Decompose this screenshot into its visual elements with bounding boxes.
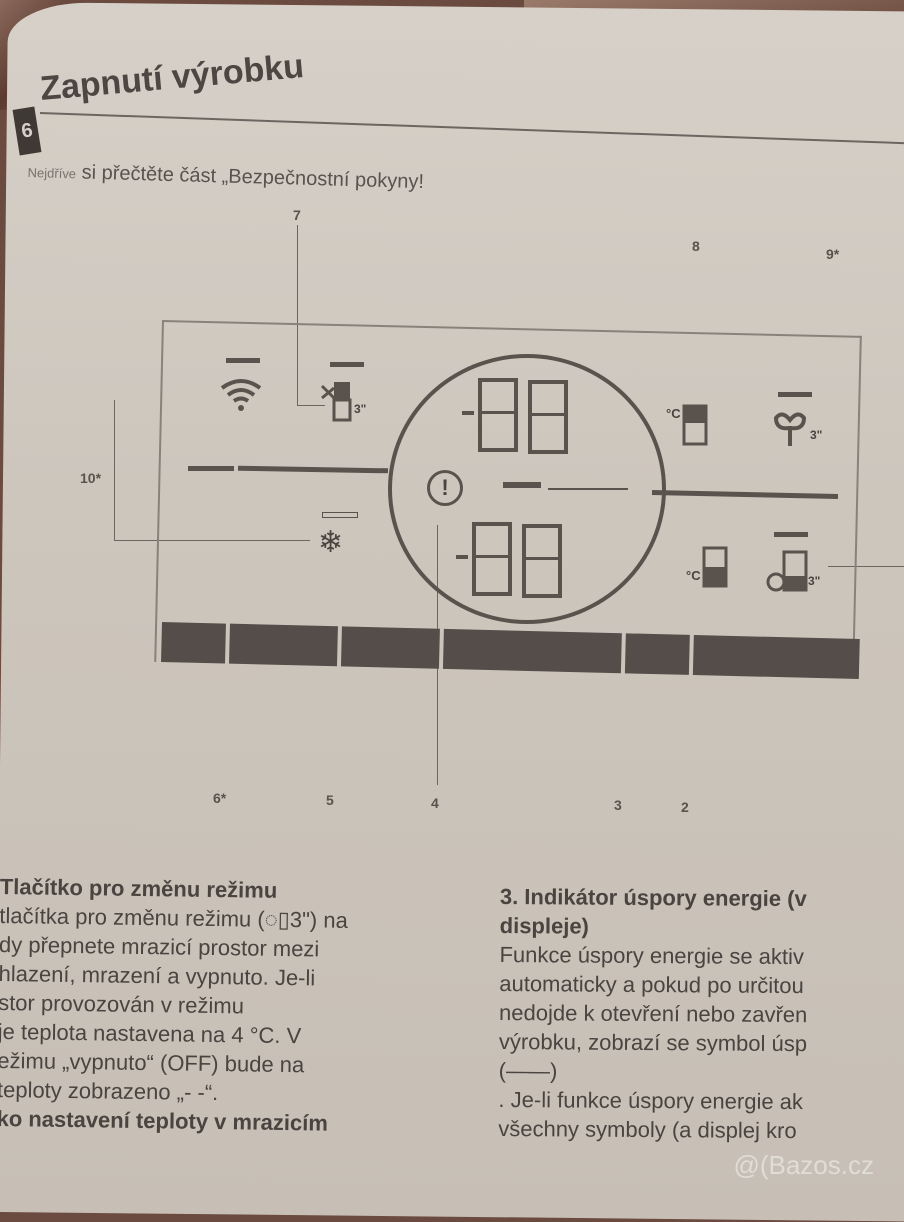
right-column-line: nedojde k otevření nebo zavřen [499,999,808,1028]
callout-7: 7 [293,207,301,223]
eco-indicator-line [548,488,628,490]
mode-active-bar [774,532,808,537]
digit [478,378,518,452]
minus-sign [456,555,468,559]
leader-line-7 [297,225,298,405]
right-column-heading: 3. Indikátor úspory energie (v [499,883,807,912]
mode-suffix: 3" [808,574,821,588]
digit [522,524,562,598]
vacation-mode-icon[interactable]: 3" [320,380,380,429]
alarm-warning-icon: ! [427,470,463,506]
callout-9: 9* [826,246,840,262]
left-column: Tlačítko pro změnu režimu tlačítka pro z… [0,872,460,1139]
eco-fuzzy-icon[interactable]: 3" [772,408,822,453]
callout-5: 5 [326,792,334,808]
watermark: @(Bazos.cz [733,1150,874,1180]
safety-note-prefix: Nejdříve [27,164,77,182]
callout-8: 8 [692,238,700,254]
touch-button-4[interactable] [340,626,440,669]
leader-line-10 [114,400,115,540]
leader-line-7-h [297,405,325,406]
right-column-heading-cont: displeje) [499,912,590,939]
digit [472,522,512,596]
leader-line-10-h [114,540,310,541]
touch-button-1[interactable] [692,634,860,680]
touch-button-5[interactable] [229,623,338,667]
celsius-label: °C [686,568,701,583]
callout-3: 3 [614,797,622,813]
right-column-line: Funkce úspory energie se aktiv [499,941,805,970]
callout-4: 4 [431,795,439,811]
temperature-display-circle [388,354,666,624]
eco-active-bar [778,392,812,397]
eco-suffix: 3" [810,428,823,442]
freezer-temperature-display [456,522,576,598]
right-column-line: . Je-li funkce úspory energie ak [498,1086,804,1115]
right-column-line: (——) [498,1057,558,1084]
callout-10: 10* [80,470,102,486]
callout-6: 6* [213,790,227,806]
touch-button-3[interactable] [442,628,622,674]
digit [528,380,568,454]
minus-sign [462,411,474,415]
mode-change-icon[interactable]: 3" [764,550,820,597]
right-column: 3. Indikátor úspory energie (v displeje)… [498,882,904,1146]
touch-button-6[interactable] [161,622,226,664]
vacation-active-bar [330,362,364,367]
fridge-temperature-display [462,378,582,454]
right-column-line: automaticky a pokud po určitou [499,970,804,999]
wifi-active-bar [226,358,260,363]
eco-indicator-bar [503,482,541,488]
right-column-line: všechny symboly (a displej kro [498,1115,797,1144]
quick-freeze-icon[interactable]: ❄ [318,526,344,559]
right-column-line: výrobku, zobrazí se symbol úsp [498,1028,808,1057]
divider-left-short [188,466,234,471]
leader-line-1 [828,566,904,567]
vacation-suffix: 3" [354,402,367,416]
celsius-label: °C [666,406,681,421]
wifi-icon[interactable] [218,376,264,417]
callout-2: 2 [681,799,689,815]
touch-button-2[interactable] [624,633,690,675]
quick-freeze-bar [322,512,358,518]
